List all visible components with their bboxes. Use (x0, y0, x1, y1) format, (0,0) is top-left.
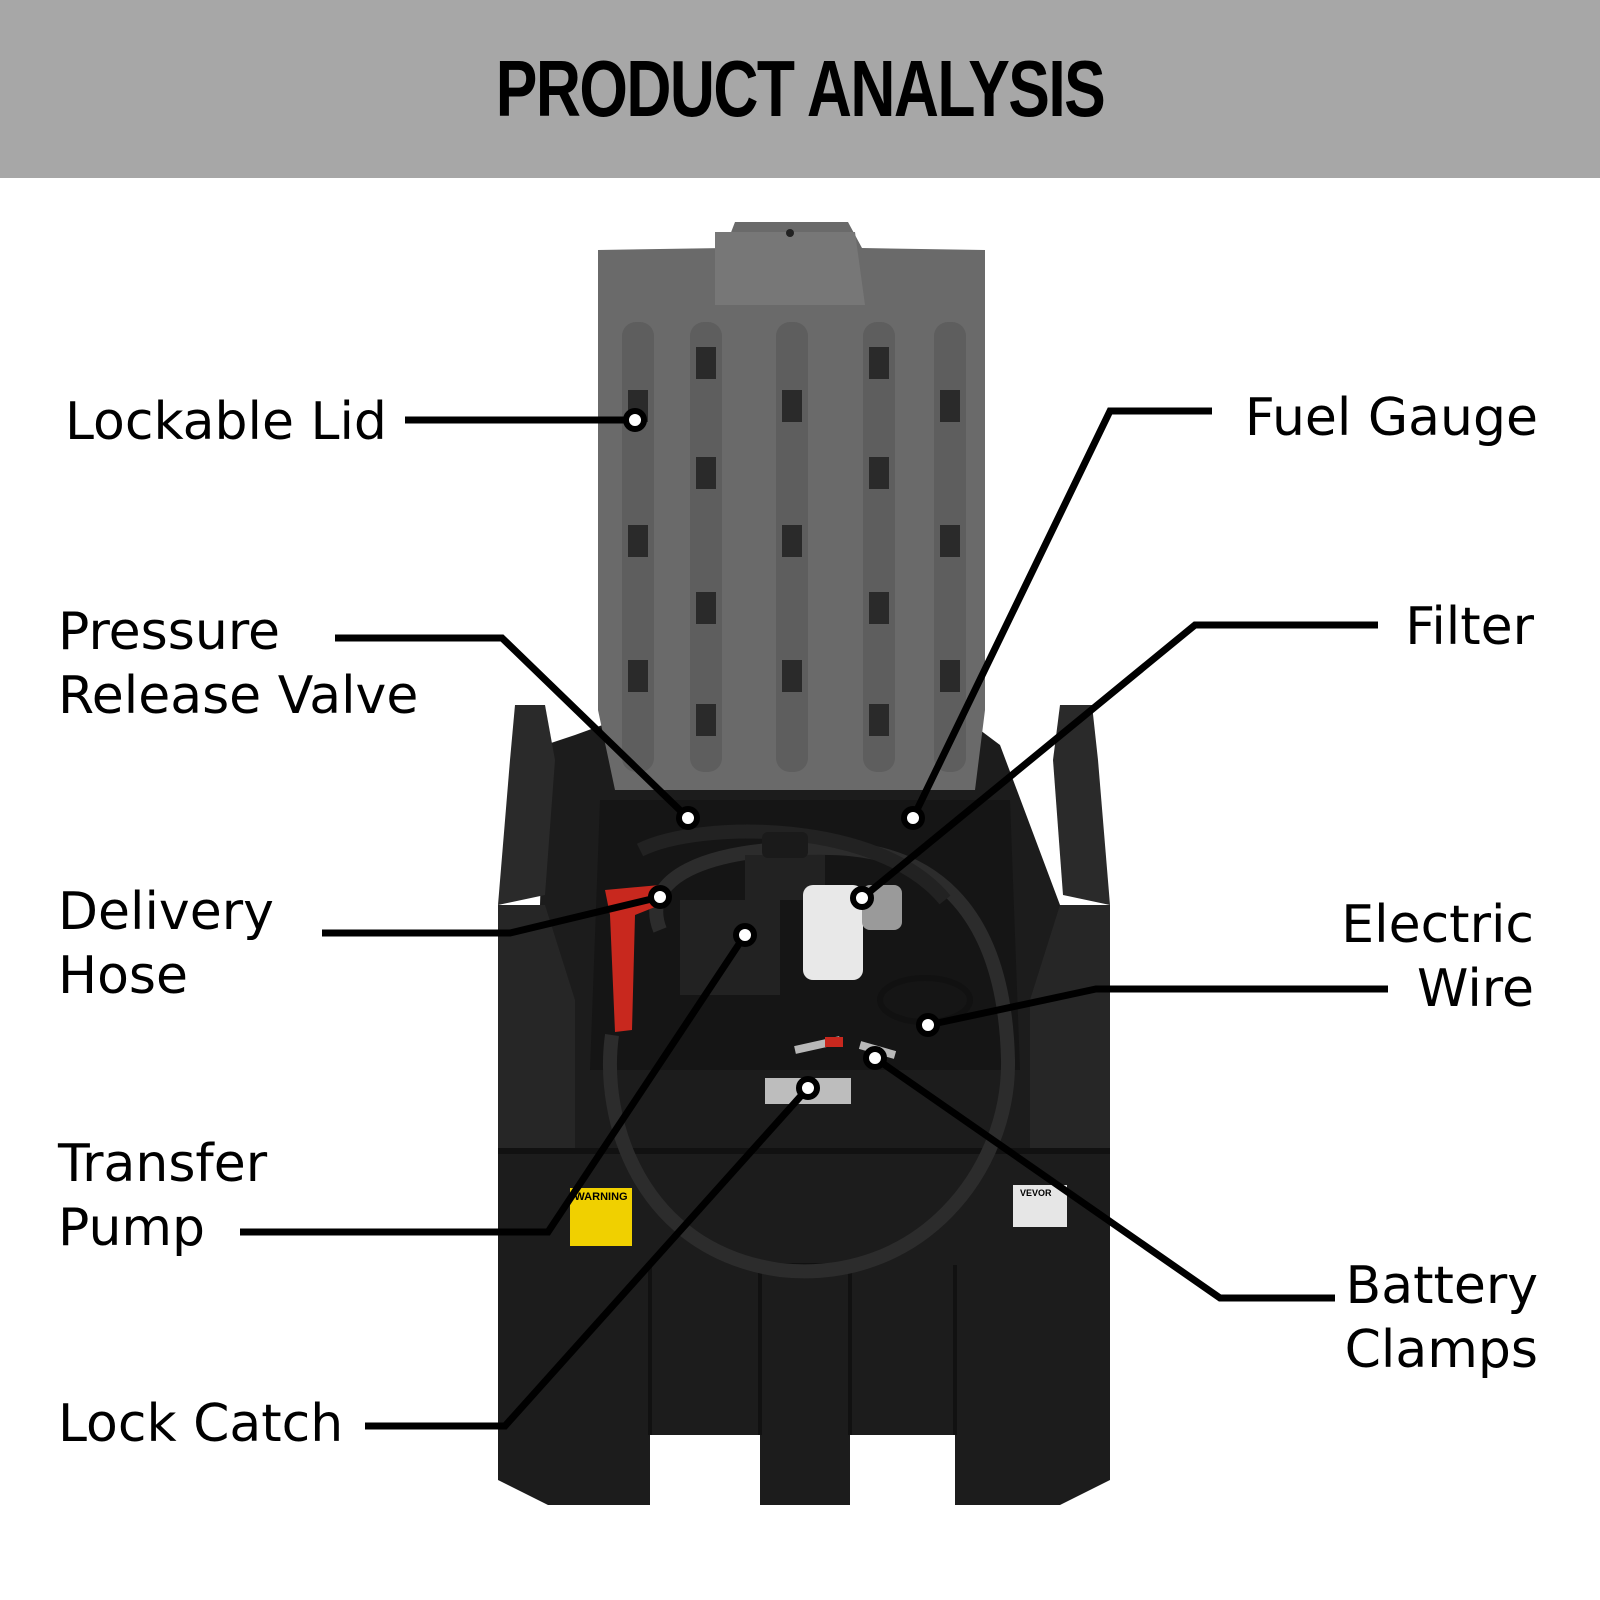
filter-cartridge (803, 885, 863, 980)
marker-battery-clamps (863, 1046, 887, 1070)
header-bar (0, 0, 1600, 178)
label-lock-catch: Lock Catch (58, 1394, 344, 1454)
fuel-nozzle (605, 885, 660, 1032)
brand-sticker (1013, 1185, 1067, 1227)
marker-pressure-release-valve (676, 806, 700, 830)
label-delivery-hose: Delivery Hose (58, 882, 274, 1006)
label-filter: Filter (1405, 597, 1534, 657)
tank-body: WARNING VEVOR (498, 705, 1110, 1505)
lid (598, 222, 985, 790)
warning-sticker (570, 1188, 632, 1246)
marker-filter (850, 886, 874, 910)
svg-text:VEVOR: VEVOR (1020, 1188, 1052, 1198)
label-battery-clamps: Battery Clamps (1344, 1256, 1538, 1380)
label-electric-wire: Electric Wire (1341, 895, 1534, 1019)
callout-leaders (240, 407, 1388, 1430)
svg-text:WARNING: WARNING (574, 1191, 627, 1203)
marker-lock-catch (796, 1076, 820, 1100)
marker-electric-wire (916, 1013, 940, 1037)
marker-transfer-pump (733, 923, 757, 947)
pump-body (680, 900, 780, 995)
marker-delivery-hose (648, 885, 672, 909)
label-lockable-lid: Lockable Lid (65, 392, 387, 452)
label-transfer-pump: Transfer Pump (58, 1134, 268, 1258)
marker-lockable-lid (623, 408, 647, 432)
label-pressure-release-valve: Pressure Release Valve (58, 602, 419, 726)
marker-fuel-gauge (901, 806, 925, 830)
label-fuel-gauge: Fuel Gauge (1244, 388, 1538, 448)
page-title: PRODUCT ANALYSIS (495, 44, 1106, 133)
callout-markers (623, 408, 940, 1100)
